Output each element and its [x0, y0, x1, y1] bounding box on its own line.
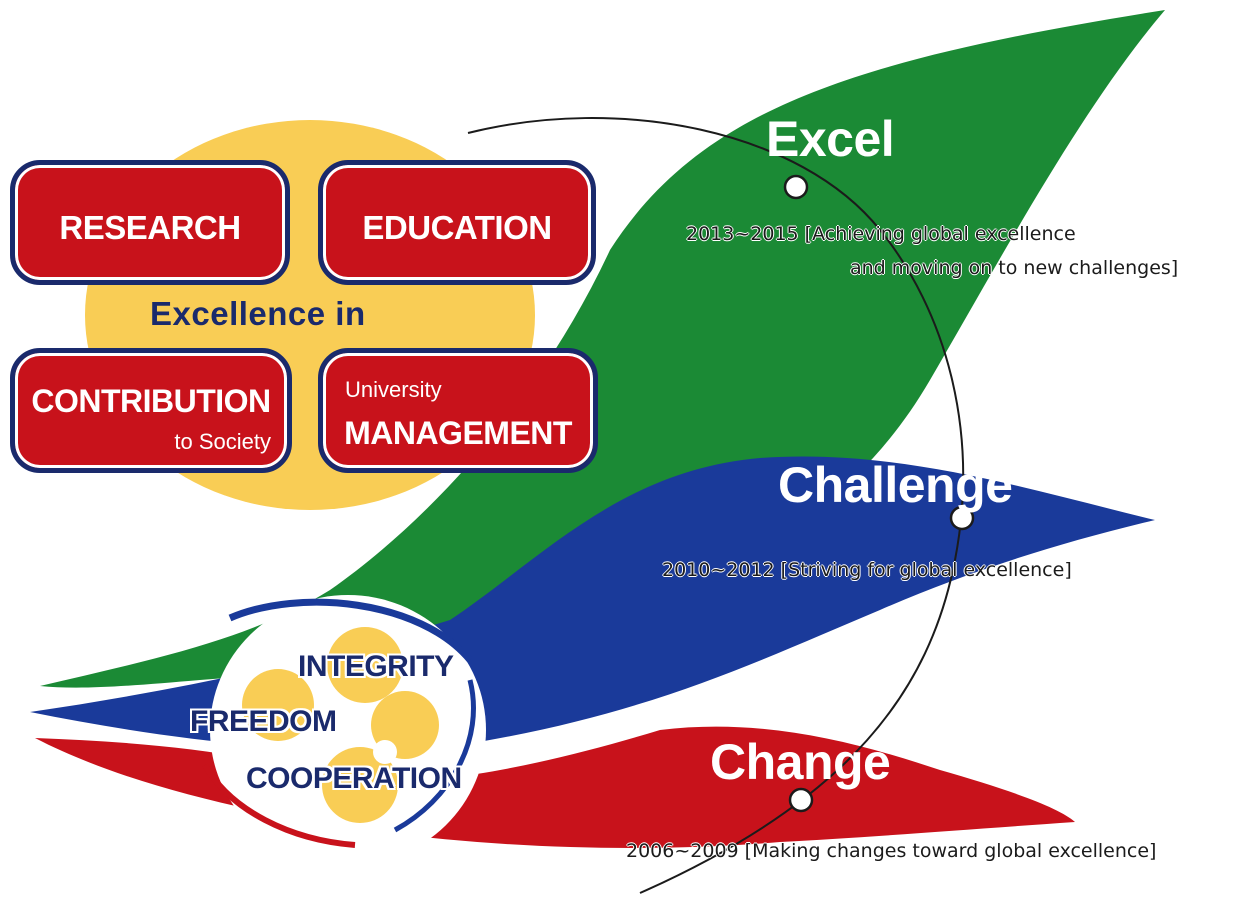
emblem-blob-hole-1 — [316, 698, 344, 726]
emblem-blob-top — [327, 627, 403, 703]
pillar-research-label: RESEARCH — [59, 209, 241, 246]
pillar-contribution-sub: to Society — [174, 429, 271, 454]
pillar-education-label: EDUCATION — [362, 209, 552, 246]
value-freedom: FREEDOM — [190, 705, 337, 738]
pillar-education: EDUCATION — [318, 160, 596, 285]
values-emblem — [210, 595, 486, 865]
pillars-heading: Excellence in — [150, 295, 366, 332]
stage-title-excel: Excel — [766, 111, 895, 167]
pillar-research: RESEARCH — [10, 160, 290, 285]
pillar-contribution: CONTRIBUTION to Society — [10, 348, 292, 473]
emblem-swoosh-outer — [228, 598, 473, 663]
stage-desc-excel-line2: and moving on to new challenges] — [850, 257, 1179, 279]
excel-marker — [783, 174, 809, 200]
change-marker — [788, 787, 814, 813]
value-integrity: INTEGRITY — [298, 650, 454, 683]
stage-title-challenge: Challenge — [778, 457, 1013, 513]
timeline-arc — [467, 117, 965, 894]
pillar-management-label: MANAGEMENT — [344, 415, 572, 451]
stage-title-change: Change — [710, 734, 891, 790]
emblem-swoosh-lower — [202, 763, 356, 848]
excel-wave — [40, 10, 1165, 688]
pillar-management: University MANAGEMENT — [318, 348, 598, 473]
emblem-blob-bottom — [322, 747, 398, 823]
stage-desc-change: 2006~2009 [Making changes toward global … — [626, 840, 1157, 862]
pillar-contribution-label: CONTRIBUTION — [31, 383, 271, 419]
value-cooperation: COOPERATION — [246, 762, 462, 795]
emblem-blob-left — [242, 669, 314, 741]
stage-desc-challenge: 2010~2012 [Striving for global excellenc… — [662, 559, 1072, 581]
stage-desc-excel-line1: 2013~2015 [Achieving global excellence — [686, 223, 1076, 245]
challenge-marker — [949, 505, 975, 531]
pillar-management-pre: University — [345, 377, 442, 402]
emblem-blob-hole-2 — [373, 740, 397, 764]
change-wave — [35, 726, 1075, 848]
emblem-swoosh-inner — [393, 679, 476, 833]
